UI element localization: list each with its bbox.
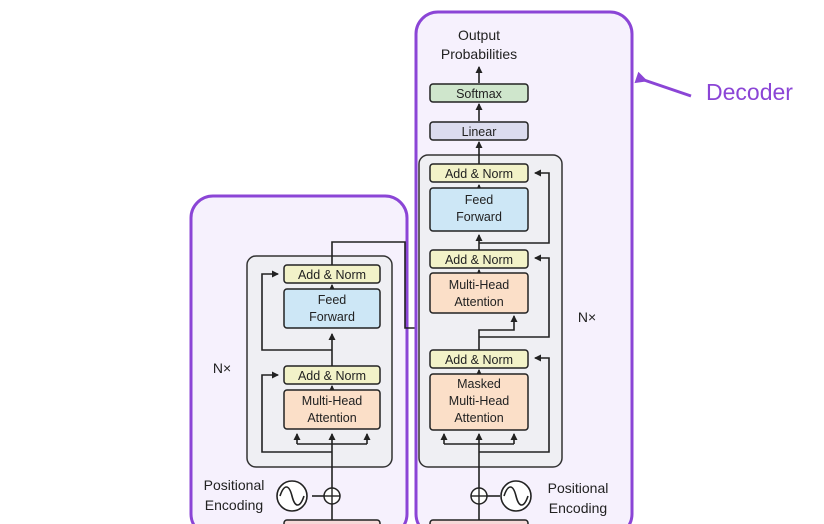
decoder-output-embedding-box [429, 519, 529, 524]
decoder-cross-attention-box [429, 272, 529, 314]
decoder-add-norm-middle-box [429, 249, 529, 269]
decoder-callout-label: Decoder [706, 79, 793, 105]
decoder-softmax-box [429, 83, 529, 103]
encoder-positional-encoding-line1: Positional [204, 477, 265, 493]
encoder-nx-label: N× [213, 360, 231, 376]
decoder-masked-attention-label-line1: Masked [457, 377, 501, 391]
decoder-positional-encoding-line2: Encoding [549, 500, 607, 516]
decoder-softmax-label: Softmax [456, 87, 503, 101]
encoder-attention-box [283, 389, 381, 430]
decoder-feed-forward-label-line2: Forward [456, 210, 502, 224]
encoder-add-norm-top-box [283, 264, 381, 284]
encoder: Add & Norm Feed Forward Add & Norm Multi… [189, 194, 448, 524]
encoder-add-norm-bottom-label: Add & Norm [298, 369, 366, 383]
decoder-add-norm-top-box [429, 163, 529, 183]
encoder-feed-forward-label-line2: Forward [309, 310, 355, 324]
circled-plus-icon [323, 487, 341, 505]
circled-plus-icon [470, 487, 488, 505]
decoder-cross-attention-label-line2: Attention [454, 295, 503, 309]
decoder-feed-forward-box [429, 187, 529, 232]
decoder-output-label-line1: Output [458, 27, 500, 43]
encoder-feed-forward-label-line1: Feed [318, 293, 347, 307]
decoder-positional-encoding-line1: Positional [548, 480, 609, 496]
encoder-feed-forward-box [283, 288, 381, 329]
decoder-masked-attention-label-line2: Multi-Head [449, 394, 509, 408]
arrow-left-icon [634, 71, 692, 98]
decoder-nx-label: N× [578, 309, 596, 325]
encoder-layer-stack [246, 255, 393, 468]
decoder-add-norm-bottom-box [429, 349, 529, 369]
decoder-add-norm-bottom-label: Add & Norm [445, 353, 513, 367]
decoder-connectors [440, 66, 550, 524]
decoder-masked-attention-box [429, 373, 529, 431]
encoder-positional-encoding-line2: Encoding [205, 497, 263, 513]
encoder-add-norm-bottom-box [283, 365, 381, 385]
decoder: Output Probabilities Softmax Linear Add … [414, 10, 634, 524]
decoder-linear-label: Linear [462, 125, 497, 139]
encoder-connectors [261, 241, 448, 524]
decoder-add-norm-top-label: Add & Norm [445, 167, 513, 181]
decoder-linear-box [429, 121, 529, 141]
decoder-output-label-line2: Probabilities [441, 46, 517, 62]
sine-wave-icon [500, 480, 532, 512]
encoder-attention-label-line1: Multi-Head [302, 394, 362, 408]
decoder-masked-attention-label-line3: Attention [454, 411, 503, 425]
sine-wave-icon [276, 480, 308, 512]
encoder-add-norm-top-label: Add & Norm [298, 268, 366, 282]
decoder-add-norm-middle-label: Add & Norm [445, 253, 513, 267]
decoder-cross-attention-label-line1: Multi-Head [449, 278, 509, 292]
decoder-callout: Decoder [634, 71, 793, 105]
encoder-attention-label-line2: Attention [307, 411, 356, 425]
decoder-feed-forward-label-line1: Feed [465, 193, 494, 207]
encoder-input-embedding-box [283, 519, 381, 524]
